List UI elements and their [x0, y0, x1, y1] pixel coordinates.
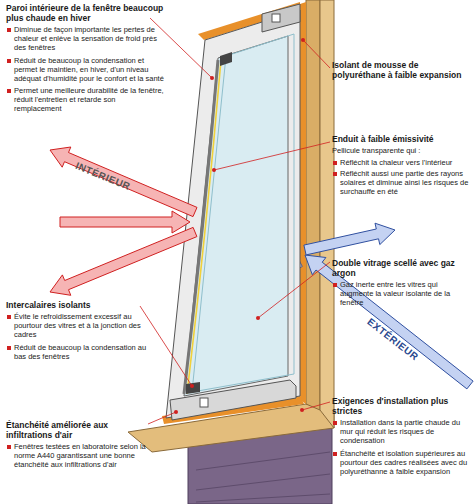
heading-text: Étanchéité améliorée aux infiltrations d… [6, 420, 156, 440]
bullet-text: Fenêtres testées en laboratoire selon la… [6, 442, 156, 470]
heading-text: Double vitrage scellé avec gaz argon [332, 258, 470, 278]
heat-arrow [60, 211, 190, 233]
wall-texture [196, 474, 330, 490]
sill-profile [200, 398, 208, 407]
bullet-text: Réfléchit aussi une partie des rayons so… [332, 169, 470, 197]
heading-text: Exigences d'installation plus strictes [332, 396, 470, 416]
low-e-coating [187, 60, 221, 394]
leader-line [302, 402, 330, 410]
wood-stud-front [320, 0, 334, 428]
side-label: INTÉRIEUR [74, 160, 132, 192]
spacer [220, 52, 232, 66]
leader-dot [300, 408, 304, 412]
leader-dot [174, 410, 178, 414]
frame-profile [262, 4, 300, 32]
leader-dot [301, 38, 305, 42]
bullet-text: Réduit de beaucoup la condensation et pe… [6, 56, 164, 84]
heat-arrow [50, 147, 197, 217]
foam-insulation [300, 2, 306, 404]
leader-line [214, 142, 330, 170]
frame-profile [272, 14, 280, 22]
leader-dot [256, 316, 260, 320]
solar-ray-arrow [304, 223, 395, 255]
wall-texture [196, 452, 330, 470]
leader-dot [210, 76, 214, 80]
bullet-text: Gaz inerte entre les vitres qui augmente… [332, 280, 470, 308]
bullet-text: Réfléchit la chaleur vers l'intérieur [332, 158, 470, 167]
leader-line [148, 412, 176, 424]
solar-ray-arrow [305, 255, 473, 389]
leader-dot [212, 168, 216, 172]
side-label: EXTÉRIEUR [365, 316, 420, 363]
inner-glass-edge [184, 60, 218, 394]
bullet-text: Diminue de façon importante les pertes d… [6, 25, 164, 53]
leader-line [258, 262, 330, 318]
note-text: Pellicule transparente qui : [332, 146, 470, 155]
wood-stud-side [306, 0, 320, 410]
heat-arrow [50, 227, 197, 295]
sill-profile [170, 380, 296, 420]
bullet-text: Étanchéité et isolation supérieures au p… [332, 449, 470, 477]
heading-text: Intercalaires isolants [6, 300, 156, 310]
leader-dot [190, 384, 194, 388]
glass-pane [184, 36, 288, 396]
leader-line [150, 18, 212, 78]
bullet-text: Réduit de beaucoup la condensation au ba… [6, 343, 156, 361]
wall-texture [196, 494, 330, 502]
heading-text: Enduit à faible émissivité [332, 134, 470, 144]
leader-line [303, 40, 330, 68]
bullet-text: Permet une meilleure durabilité de la fe… [6, 86, 164, 114]
bullet-text: Évite le refroidissement excessif au pou… [6, 312, 156, 340]
heading-text: Paroi intérieure de la fenêtre beaucoup … [6, 3, 164, 23]
heading-text: Isolant de mousse de polyuréthane à faib… [332, 60, 468, 80]
bullet-text: Installation dans la partie chaude du mu… [332, 418, 470, 446]
spacer [186, 382, 200, 394]
leader-line [140, 306, 192, 386]
